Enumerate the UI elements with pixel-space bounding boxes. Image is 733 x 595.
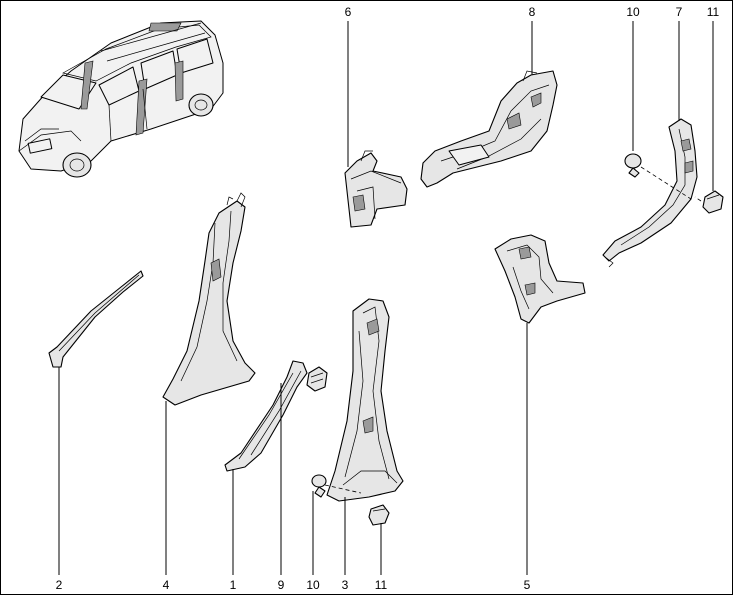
callout-8: 8 bbox=[529, 5, 536, 19]
callout-2: 2 bbox=[56, 578, 63, 592]
callout-9: 9 bbox=[278, 578, 285, 592]
roof-rear-highlight bbox=[148, 22, 182, 32]
c-pillar-highlight bbox=[174, 60, 184, 102]
part-5-c-pillar-lower-trim bbox=[494, 234, 586, 324]
callout-10-bottom: 10 bbox=[306, 578, 320, 592]
callout-3: 3 bbox=[342, 578, 349, 592]
part-11-plug-top bbox=[694, 190, 724, 214]
leader-lines bbox=[58, 21, 714, 575]
part-2-a-pillar-strip bbox=[48, 270, 144, 368]
callout-4: 4 bbox=[163, 578, 170, 592]
callout-labels: 2 4 1 9 10 3 11 5 6 8 10 7 11 bbox=[56, 5, 720, 592]
callout-5: 5 bbox=[524, 578, 531, 592]
part-9-clip bbox=[306, 366, 328, 392]
part-4-a-pillar-trim bbox=[162, 192, 256, 406]
vehicle-overview-icon bbox=[18, 20, 224, 178]
callout-6: 6 bbox=[345, 5, 352, 19]
part-8-rear-quarter-trim bbox=[420, 70, 558, 188]
b-pillar-highlight bbox=[135, 78, 148, 136]
callout-7: 7 bbox=[676, 5, 683, 19]
part-7-c-pillar-upper-trim bbox=[602, 118, 698, 268]
callout-11-top: 11 bbox=[707, 5, 720, 19]
part-10-clip-top bbox=[624, 153, 692, 200]
callout-11-bottom: 11 bbox=[375, 578, 388, 592]
part-1-sill-strip bbox=[224, 360, 308, 472]
part-10-clip-bottom bbox=[311, 474, 362, 498]
callout-1: 1 bbox=[230, 578, 237, 592]
part-3-b-pillar-trim bbox=[326, 298, 404, 502]
a-pillar-highlight bbox=[80, 60, 94, 110]
callout-10-top: 10 bbox=[626, 5, 640, 19]
part-11-plug-bottom bbox=[368, 504, 390, 526]
part-6-bracket-trim bbox=[344, 150, 408, 228]
